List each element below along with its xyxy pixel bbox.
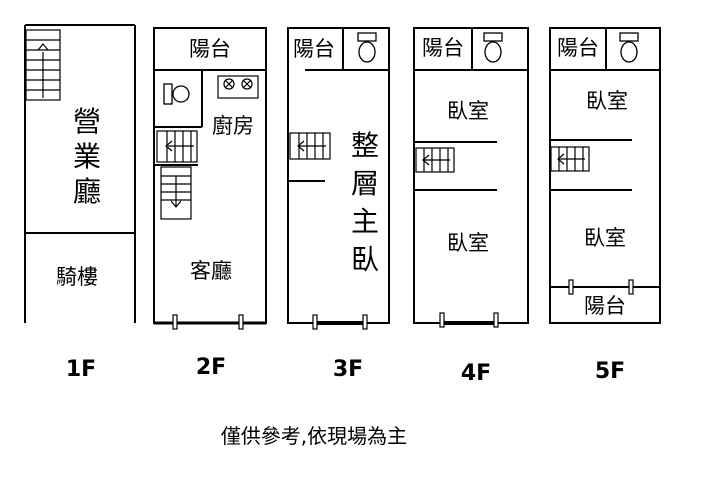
stair-icon — [415, 147, 455, 173]
stair-icon — [160, 166, 192, 220]
toilet-icon — [483, 32, 503, 63]
f1-room-char-2: 業 — [73, 140, 101, 173]
f5-bedroom-top-label: 臥室 — [586, 89, 628, 113]
f1-room-char-1: 營 — [73, 105, 101, 138]
f4-bedroom-top-label: 臥室 — [447, 99, 489, 123]
f2-balcony-label: 陽台 — [189, 37, 231, 61]
toilet-icon — [163, 83, 190, 105]
toilet-icon — [357, 32, 377, 63]
disclaimer-note: 僅供參考,依現場為主 — [221, 424, 407, 448]
stove-icon — [217, 75, 259, 99]
stair-icon — [156, 130, 198, 163]
f5-bedroom-bottom-label: 臥室 — [584, 226, 626, 250]
toilet-icon — [619, 32, 639, 63]
f2-door-posts — [172, 314, 244, 330]
floor-5f — [549, 27, 661, 324]
f3-master-char-2: 層 — [351, 167, 379, 200]
f5-balcony-top-label: 陽台 — [557, 36, 599, 60]
f5-floor-label: 5F — [595, 359, 625, 384]
f1-floor-label: 1F — [66, 357, 96, 382]
floor-4f — [413, 27, 529, 325]
stair-icon — [25, 29, 61, 101]
f4-door-posts — [439, 312, 499, 328]
floor-2f — [153, 27, 267, 325]
f2-kitchen-label: 廚房 — [212, 114, 254, 138]
stair-icon — [550, 146, 590, 172]
floor-1f — [24, 24, 136, 323]
f2-floor-label: 2F — [196, 355, 226, 380]
f4-bedroom-bottom-label: 臥室 — [447, 231, 489, 255]
f5-door-posts — [568, 279, 634, 295]
f3-balcony-label: 陽台 — [293, 37, 335, 61]
f3-master-char-4: 臥 — [351, 243, 379, 276]
f5-balcony-bottom-label: 陽台 — [584, 294, 626, 318]
f3-master-char-1: 整 — [351, 129, 379, 162]
f4-floor-label: 4F — [461, 361, 491, 386]
f3-master-char-3: 主 — [351, 205, 379, 238]
f3-floor-label: 3F — [333, 357, 363, 382]
stair-icon — [289, 132, 331, 160]
f1-room-char-3: 廳 — [73, 175, 101, 208]
f3-door-posts — [312, 314, 368, 330]
f4-balcony-label: 陽台 — [422, 36, 464, 60]
f2-living-label: 客廳 — [190, 259, 232, 283]
f1-arcade-label: 騎樓 — [56, 265, 98, 289]
floor-3f — [287, 27, 390, 325]
